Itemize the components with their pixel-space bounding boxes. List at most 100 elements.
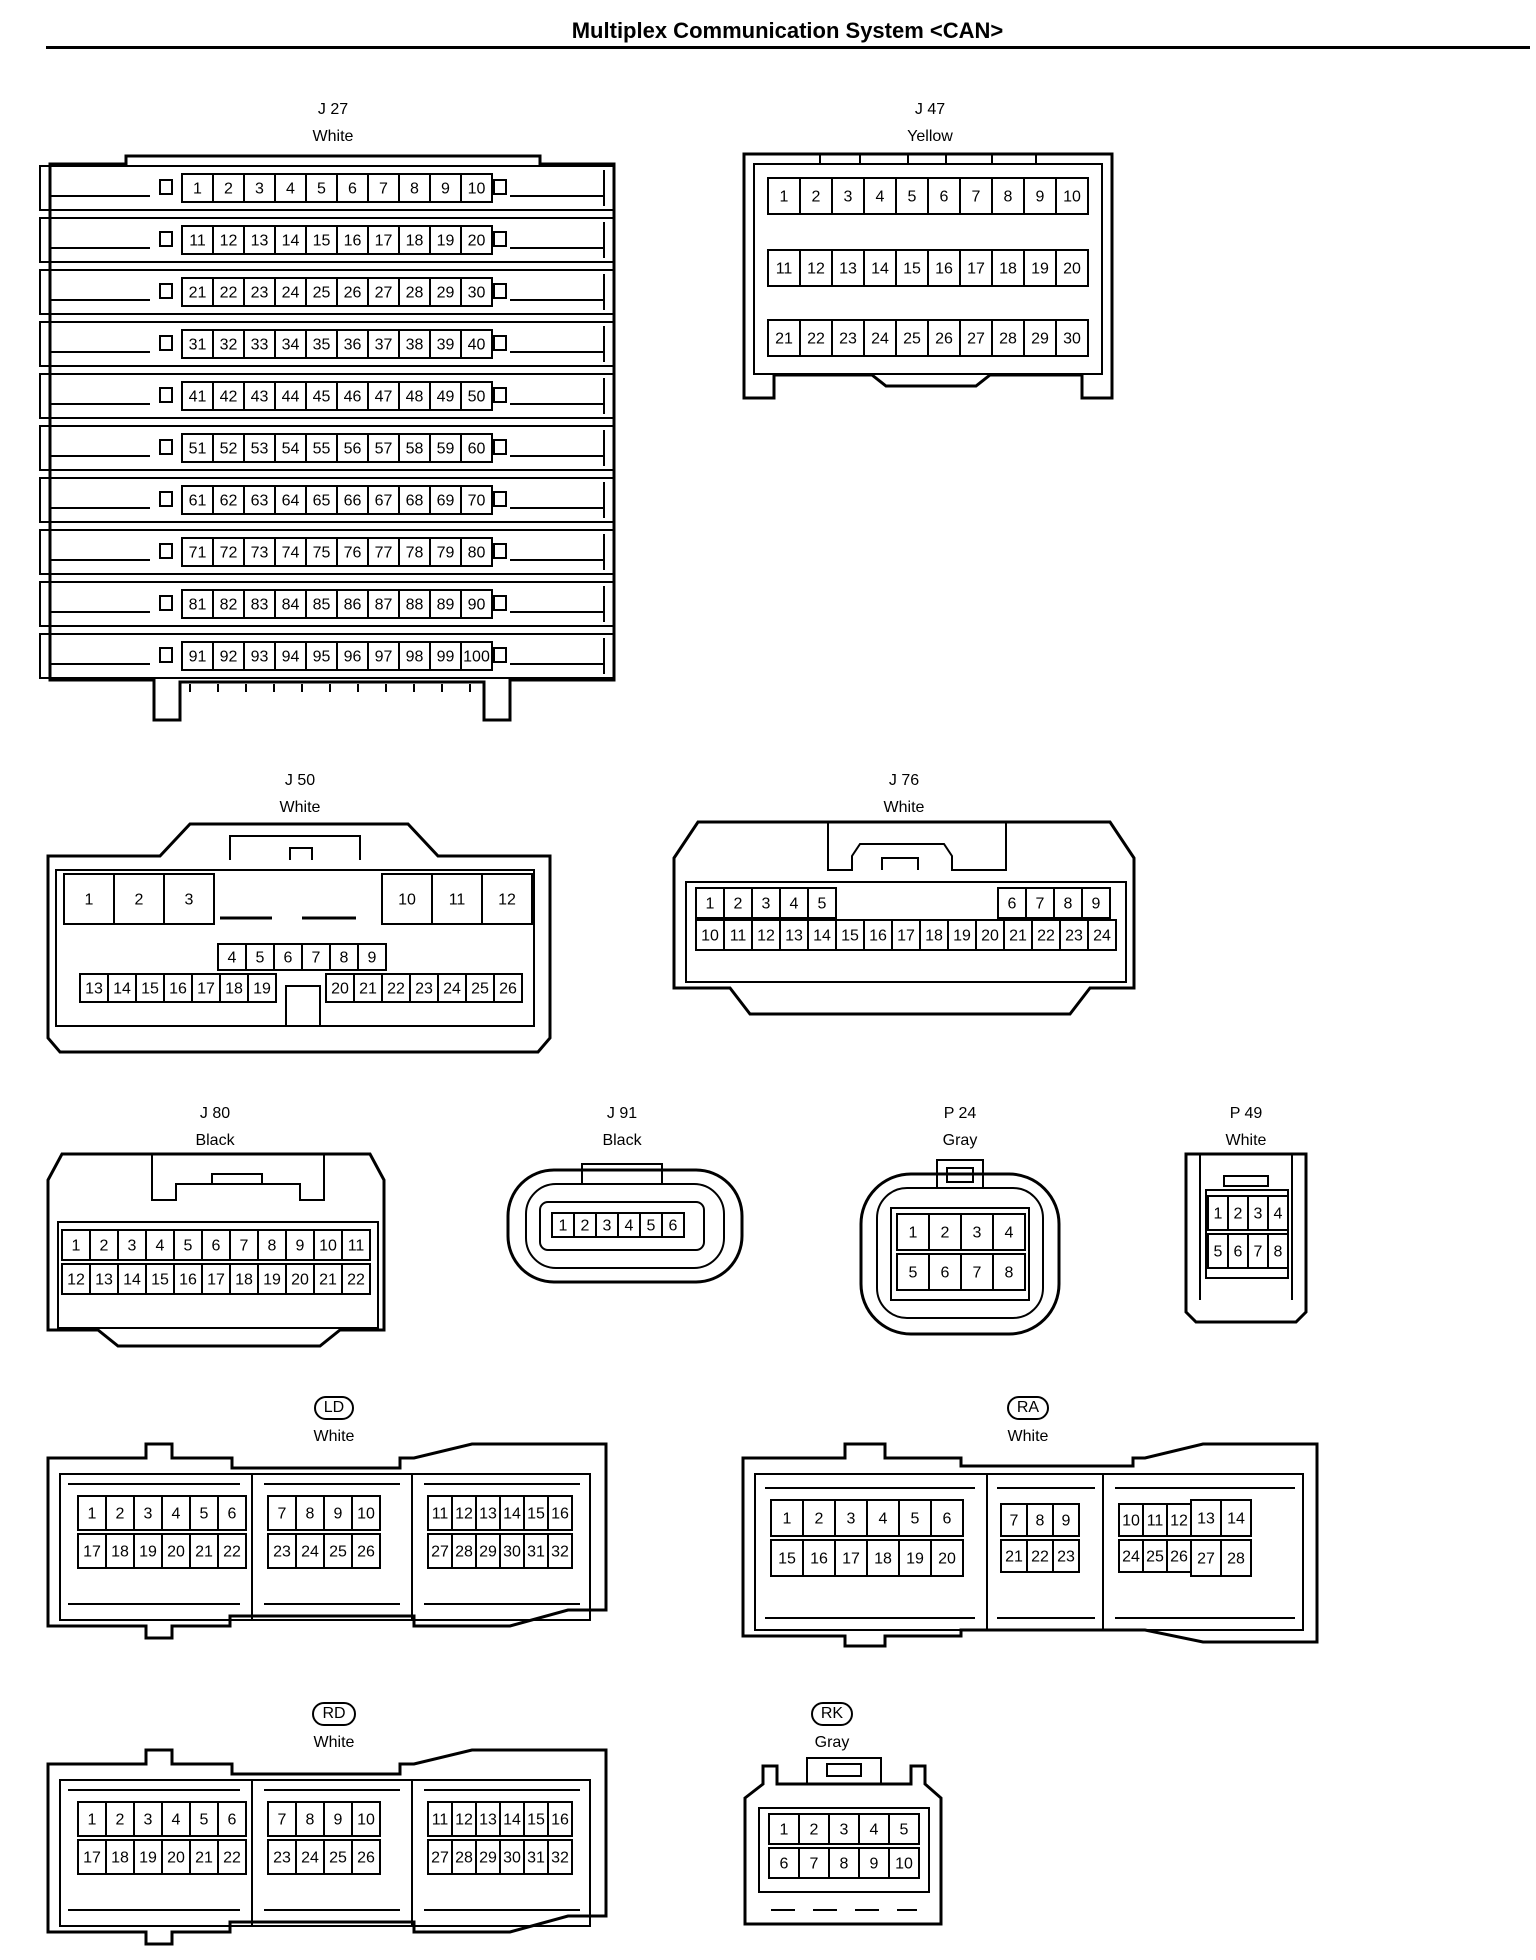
- connector-color: White: [1225, 1132, 1267, 1149]
- pin-number: 7: [312, 950, 321, 967]
- pin-cell: [807, 887, 837, 919]
- pin-number: 8: [340, 950, 349, 967]
- pin-number: 18: [111, 1544, 129, 1561]
- pin-cell: [398, 329, 431, 359]
- pin-number: 21: [195, 1850, 213, 1867]
- pin-cell: [267, 1801, 297, 1837]
- pin-number: 1: [1214, 1206, 1223, 1223]
- pin-number: 14: [113, 981, 131, 998]
- pin-number: 10: [398, 892, 416, 909]
- pin-number: 1: [783, 1511, 792, 1528]
- pin-number: 64: [282, 493, 300, 510]
- pin-number: 25: [1146, 1549, 1164, 1566]
- pin-cell: [161, 1495, 191, 1531]
- pin-cell: [429, 173, 462, 203]
- pin-cell: [1052, 1539, 1080, 1573]
- pin-cell: [1267, 1233, 1289, 1269]
- pin-cell: [475, 1495, 501, 1531]
- pin-cell: [351, 1533, 381, 1569]
- pin-cell: [305, 381, 338, 411]
- connector-label-ra: RA White: [978, 1394, 1078, 1450]
- pin-number: 27: [967, 331, 985, 348]
- pin-number: 21: [1009, 928, 1027, 945]
- pin-number: 27: [431, 1850, 449, 1867]
- pin-cell: [475, 1533, 501, 1569]
- pin-number: 7: [973, 1265, 982, 1282]
- pin-cell: [133, 1839, 163, 1875]
- pin-number: 13: [85, 981, 103, 998]
- pin-cell: [451, 1801, 477, 1837]
- connector-code: J 76: [888, 772, 920, 789]
- pin-number: 30: [503, 1544, 521, 1561]
- pin-number: 17: [197, 981, 215, 998]
- pin-number: 18: [406, 233, 424, 250]
- pin-number: 12: [67, 1272, 85, 1289]
- pin-cell: [105, 1801, 135, 1837]
- pin-number: 29: [479, 1850, 497, 1867]
- pin-cell: [181, 381, 214, 411]
- pin-number: 19: [1031, 261, 1049, 278]
- pin-number: 5: [317, 181, 326, 198]
- pin-cell: [460, 173, 493, 203]
- pin-number: 71: [189, 545, 207, 562]
- pin-cell: [305, 173, 338, 203]
- pin-number: 10: [1063, 189, 1081, 206]
- title-rule: [46, 46, 1530, 49]
- pin-cell: [243, 641, 276, 671]
- pin-number: 54: [282, 441, 300, 458]
- pin-number: 6: [669, 1218, 678, 1235]
- connector-label-j47: J 47 Yellow: [880, 96, 980, 150]
- pin-number: 25: [471, 981, 489, 998]
- pin-number: 10: [701, 928, 719, 945]
- pin-number: 49: [437, 389, 455, 406]
- pin-number: 53: [251, 441, 269, 458]
- pin-number: 11: [1147, 1513, 1164, 1530]
- pin-number: 81: [189, 597, 207, 614]
- pin-number: 22: [807, 331, 825, 348]
- pin-cell: [1052, 1503, 1080, 1537]
- pin-number: 31: [527, 1850, 545, 1867]
- pin-cell: [547, 1839, 573, 1875]
- pin-number: 25: [903, 331, 921, 348]
- connector-color: White: [883, 799, 925, 816]
- pin-cell: [133, 1495, 163, 1531]
- pin-cell: [398, 173, 431, 203]
- pin-cell: [1190, 1499, 1222, 1537]
- connector-color: White: [313, 1428, 355, 1445]
- pin-number: 3: [844, 189, 853, 206]
- pin-cell: [181, 277, 214, 307]
- pin-cell: [975, 919, 1005, 951]
- pin-number: 12: [455, 1812, 473, 1829]
- pin-cell: [189, 1533, 219, 1569]
- pin-number: 60: [468, 441, 486, 458]
- pin-number: 3: [255, 181, 264, 198]
- pin-number: 11: [189, 233, 206, 250]
- pin-cell: [398, 485, 431, 515]
- pin-number: 26: [935, 331, 953, 348]
- pin-number: 22: [387, 981, 405, 998]
- pin-number: 13: [251, 233, 269, 250]
- pin-number: 12: [220, 233, 238, 250]
- pin-number: 95: [313, 649, 331, 666]
- pin-cell: [831, 249, 865, 287]
- pin-number: 15: [313, 233, 331, 250]
- pin-number: 7: [240, 1238, 249, 1255]
- pin-number: 63: [251, 493, 269, 510]
- pin-number: 8: [1036, 1513, 1045, 1530]
- pin-number: 1: [780, 189, 789, 206]
- pin-cell: [133, 1801, 163, 1837]
- pin-number: 21: [775, 331, 793, 348]
- pin-number: 31: [189, 337, 207, 354]
- pin-cell: [1142, 1539, 1168, 1573]
- pin-number: 19: [953, 928, 971, 945]
- pin-cell: [767, 177, 801, 215]
- pin-cell: [201, 1263, 231, 1295]
- pin-number: 6: [941, 1265, 950, 1282]
- pin-cell: [181, 589, 214, 619]
- pin-cell: [779, 887, 809, 919]
- pin-number: 3: [762, 896, 771, 913]
- pin-cell: [1220, 1539, 1252, 1577]
